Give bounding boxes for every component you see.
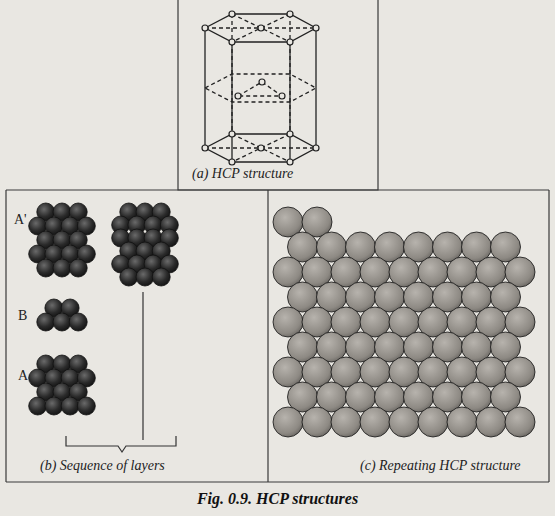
repeat-sphere (273, 407, 303, 437)
layer-letter: A' (14, 212, 27, 228)
repeat-sphere (302, 407, 332, 437)
panel-label: (b) Sequence of layers (40, 458, 165, 474)
layer-sphere (29, 397, 47, 415)
layer-sphere (136, 268, 154, 286)
layer-spheres (29, 203, 179, 415)
layer-sphere (120, 268, 138, 286)
repeat-sphere (418, 407, 448, 437)
layer-sphere (77, 397, 95, 415)
layer-sphere (53, 259, 71, 277)
layer-letter: B (18, 308, 27, 324)
repeat-sphere (505, 407, 535, 437)
layer-sphere (37, 313, 55, 331)
layer-sphere (53, 313, 71, 331)
repeat-sphere (476, 407, 506, 437)
repeat-sphere (360, 407, 390, 437)
repeat-sphere (389, 407, 419, 437)
repeat-sphere (331, 407, 361, 437)
hcp-atoms (202, 11, 319, 165)
layer-bracket (66, 292, 176, 452)
layer-letter: A (18, 368, 28, 384)
layer-sphere (45, 397, 63, 415)
layer-sphere (37, 259, 55, 277)
hcp-prism (205, 14, 316, 162)
layer-sphere (69, 313, 87, 331)
repeat-sphere (447, 407, 477, 437)
panel-label: (c) Repeating HCP structure (360, 458, 521, 474)
layer-sphere (69, 259, 87, 277)
panel-frames (6, 0, 549, 482)
panel-label: (a) HCP structure (192, 166, 293, 182)
layer-sphere (152, 268, 170, 286)
layer-sphere (61, 397, 79, 415)
repeating-spheres (273, 207, 535, 437)
figure-caption: Fig. 0.9. HCP structures (197, 490, 358, 508)
